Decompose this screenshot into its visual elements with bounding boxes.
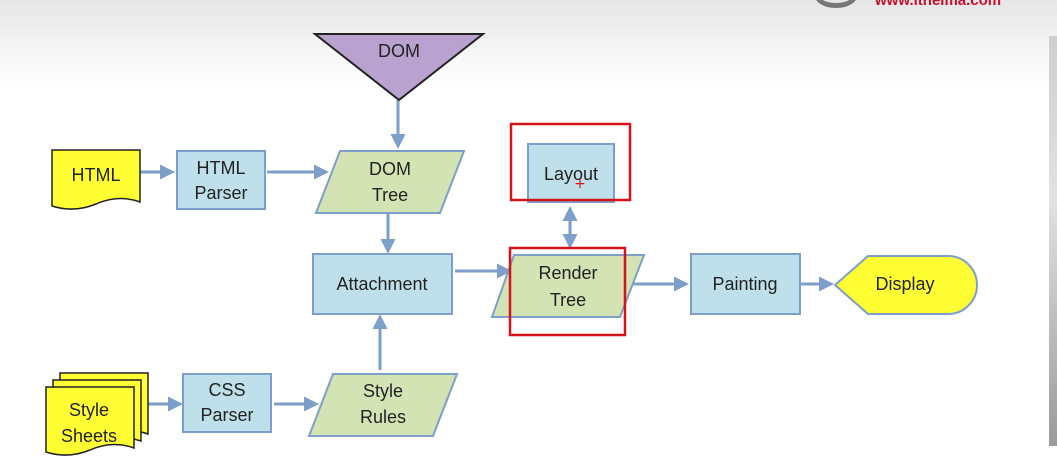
- style-rules-node: Style Rules: [307, 373, 459, 437]
- style-sheets-label-line2: Sheets: [61, 426, 117, 446]
- dom-tree-shape: [314, 150, 466, 214]
- layout-node: Layout +: [527, 143, 615, 203]
- style-rules-shape: [307, 373, 459, 437]
- html-parser-label-line2: Parser: [194, 183, 247, 203]
- dom-label: DOM: [378, 41, 420, 61]
- attachment-node: Attachment: [312, 253, 453, 315]
- html-parser-box: [176, 150, 266, 210]
- dom-tree-node: DOM Tree: [314, 150, 466, 214]
- dom-tree-label-line2: Tree: [372, 185, 408, 205]
- html-document-node: HTML: [51, 149, 141, 210]
- html-label: HTML: [72, 165, 121, 185]
- render-tree-label-line2: Tree: [550, 290, 586, 310]
- window-edge: [1049, 36, 1057, 446]
- style-rules-label-line1: Style: [363, 381, 403, 401]
- display-label: Display: [875, 274, 934, 294]
- dom-tree-label-line1: DOM: [369, 159, 411, 179]
- html-parser-node: HTML Parser: [176, 150, 266, 210]
- painting-label: Painting: [712, 274, 777, 294]
- css-parser-label-line2: Parser: [200, 405, 253, 425]
- layout-highlight-rect: [509, 122, 632, 202]
- style-sheet-front: [45, 386, 135, 456]
- layout-label: Layout: [544, 164, 598, 184]
- css-parser-box: [182, 373, 272, 433]
- cursor-cross-icon: +: [574, 176, 586, 192]
- display-shape: [833, 255, 978, 315]
- render-tree-node: Render Tree: [490, 254, 646, 318]
- style-rules-label-line2: Rules: [360, 407, 406, 427]
- style-sheets-label-line1: Style: [69, 400, 109, 420]
- site-url: www.itheima.com: [875, 0, 1002, 9]
- layout-box: [527, 143, 615, 203]
- render-tree-shape: [490, 254, 646, 318]
- painting-box: [690, 253, 801, 315]
- html-parser-label-line1: HTML: [197, 158, 246, 178]
- dom-triangle: [312, 33, 486, 102]
- painting-node: Painting: [690, 253, 801, 315]
- highlights: [508, 122, 632, 337]
- display-node: Display: [833, 255, 978, 315]
- attachment-label: Attachment: [336, 274, 427, 294]
- render-tree-label-line1: Render: [538, 263, 597, 283]
- css-parser-label-line1: CSS: [208, 380, 245, 400]
- css-parser-node: CSS Parser: [182, 373, 272, 433]
- style-sheets-node: Style Sheets: [45, 372, 149, 456]
- attachment-box: [312, 253, 453, 315]
- render-tree-highlight-rect: [508, 246, 627, 337]
- connectors: [140, 100, 834, 412]
- dom-node: DOM: [312, 33, 486, 102]
- html-document-shape: [51, 149, 141, 210]
